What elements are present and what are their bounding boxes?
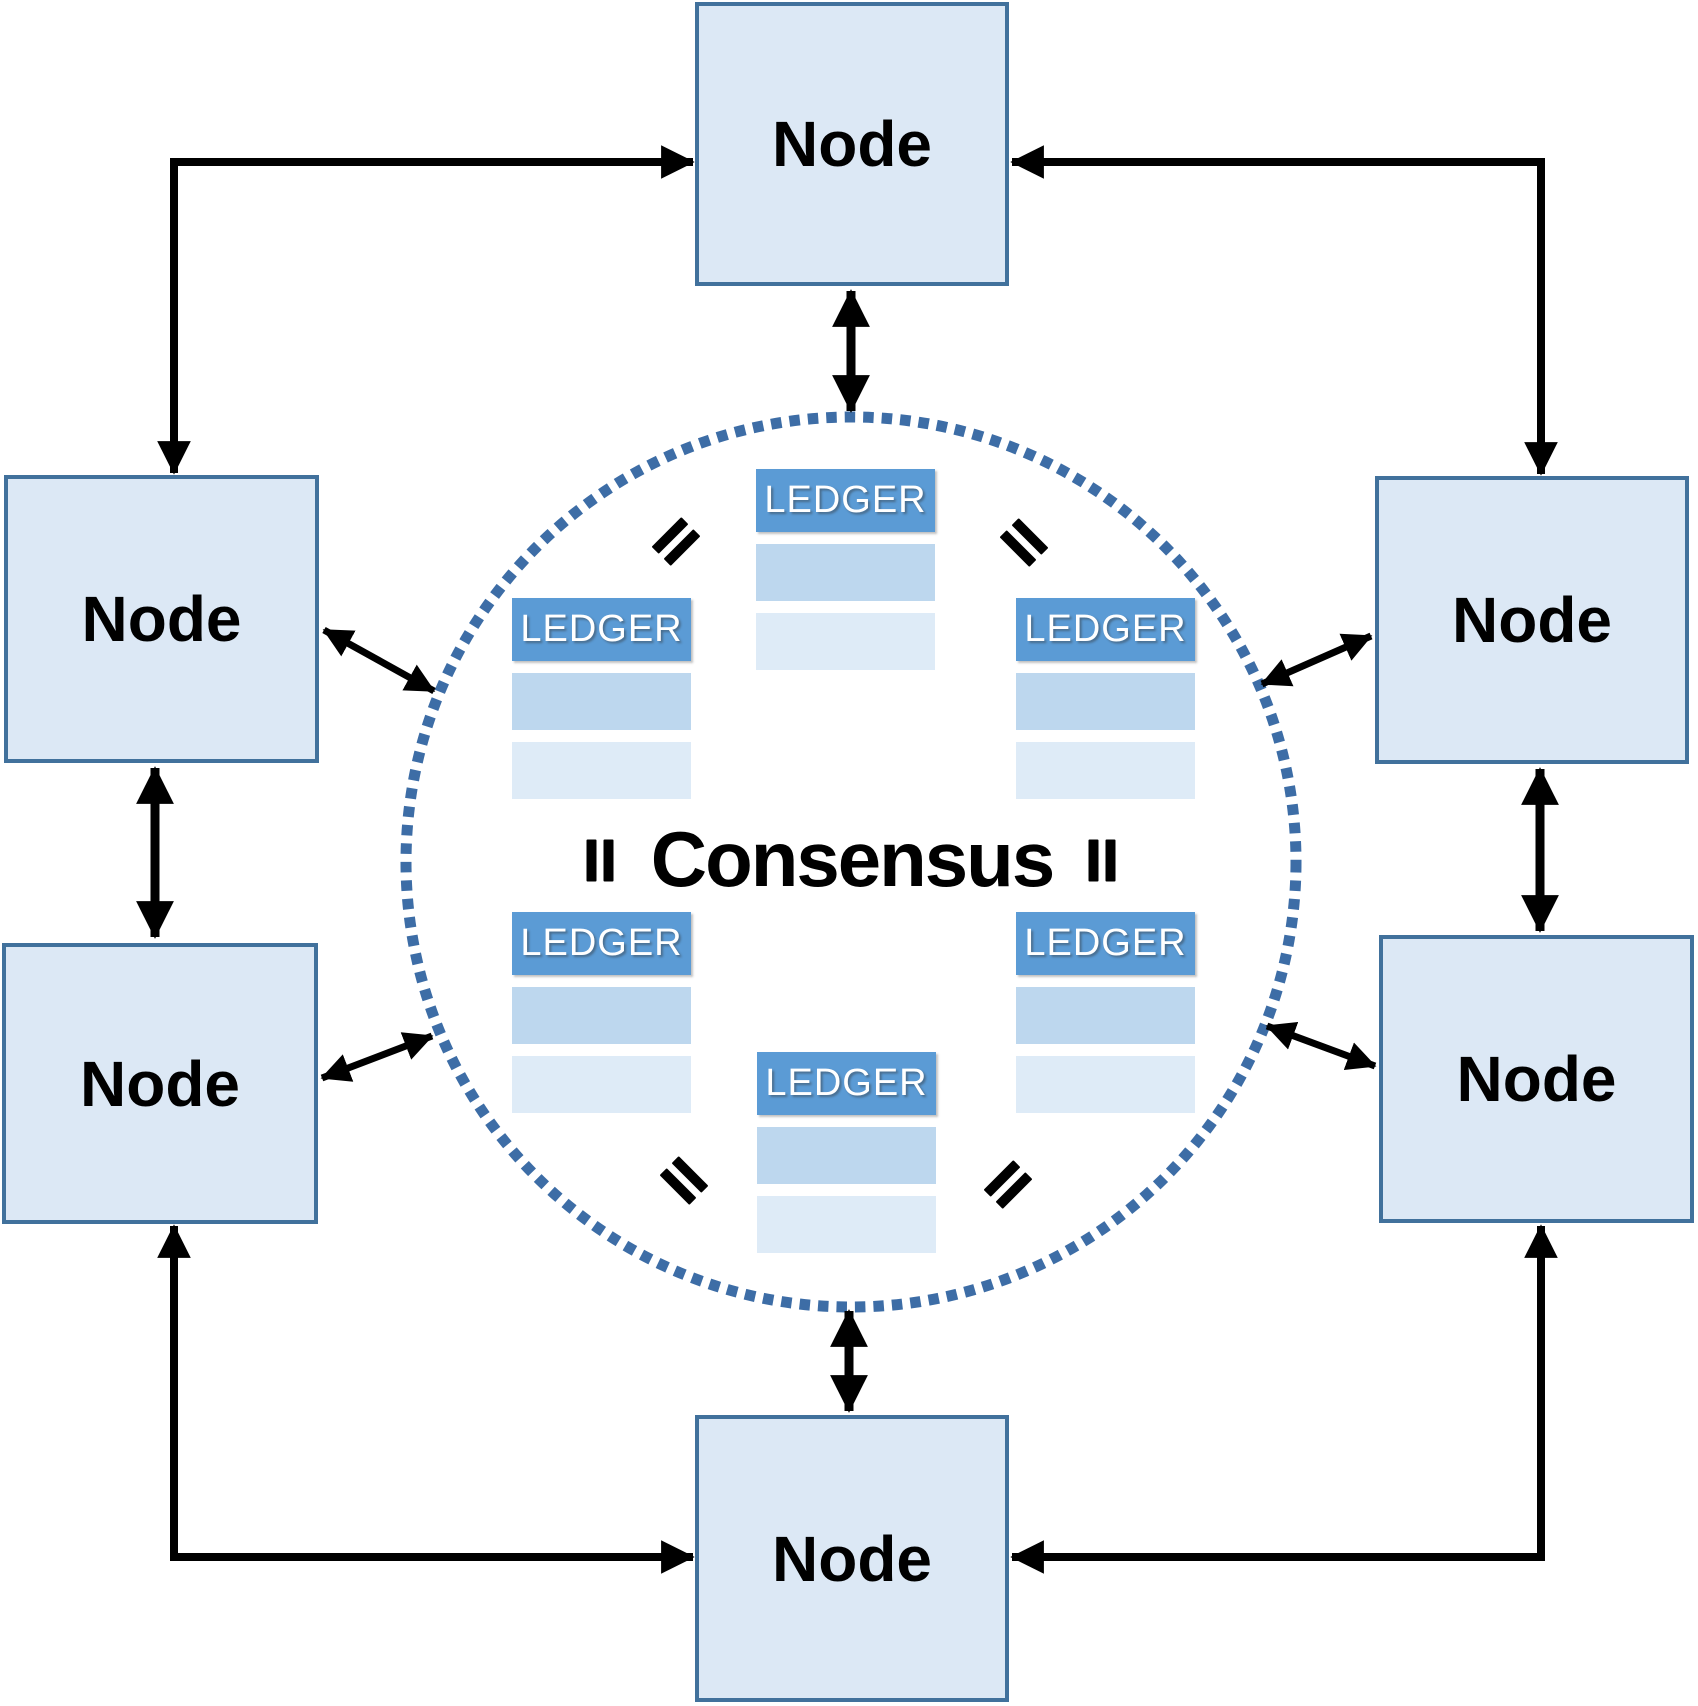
ledger-row	[757, 1127, 936, 1184]
ledger-row	[1016, 1056, 1195, 1113]
ledger-mid-left: LEDGER	[512, 598, 691, 799]
arrow-leftlower-circle	[320, 1032, 434, 1082]
ledger-header: LEDGER	[756, 469, 935, 532]
ledger-bottom-left: LEDGER	[512, 912, 691, 1113]
ledger-row	[1016, 673, 1195, 730]
consensus-label: Consensus	[650, 815, 1055, 903]
node-label: Node	[772, 108, 932, 180]
ledger-row	[512, 673, 691, 730]
arrow-rightlower-circle	[1265, 1021, 1377, 1071]
ledger-row	[512, 987, 691, 1044]
arrow-topnode-leftupper	[157, 145, 695, 475]
ledger-row	[756, 613, 935, 670]
arrow-topnode-rightupper	[1010, 145, 1558, 476]
ledger-bottom-right: LEDGER	[1016, 912, 1195, 1113]
node-label: Node	[80, 1047, 240, 1120]
ledger-header: LEDGER	[757, 1052, 936, 1115]
equals-icon	[586, 839, 614, 882]
arrow-leftlower-bottomnode	[157, 1224, 695, 1574]
node-label: Node	[1456, 1043, 1617, 1115]
arrow-rightupper-circle	[1260, 632, 1373, 688]
arrow-leftupper-circle	[322, 626, 436, 695]
ledger-row	[1016, 742, 1195, 799]
ledger-header: LEDGER	[512, 598, 691, 661]
node-right-lower: Node	[1379, 935, 1694, 1223]
ledger-mid-right: LEDGER	[1016, 598, 1195, 799]
node-left-lower: Node	[2, 943, 318, 1224]
arrow-rightlower-bottomnode	[1010, 1224, 1558, 1574]
node-bottom: Node	[695, 1415, 1009, 1702]
ledger-header: LEDGER	[1016, 598, 1195, 661]
node-top: Node	[695, 2, 1009, 286]
ledger-top-center: LEDGER	[756, 469, 935, 670]
equals-icon	[1088, 839, 1116, 882]
node-right-upper: Node	[1375, 476, 1689, 764]
node-label: Node	[772, 1522, 932, 1595]
ledger-row	[512, 1056, 691, 1113]
ledger-row	[757, 1196, 936, 1253]
node-left-upper: Node	[4, 475, 319, 763]
ledger-row	[756, 544, 935, 601]
ledger-row	[512, 742, 691, 799]
ledger-row	[1016, 987, 1195, 1044]
node-label: Node	[1452, 584, 1612, 656]
ledger-header: LEDGER	[512, 912, 691, 975]
ledger-header: LEDGER	[1016, 912, 1195, 975]
node-label: Node	[81, 583, 242, 655]
consensus-circle	[400, 411, 1302, 1313]
ledger-bottom-center: LEDGER	[757, 1052, 936, 1253]
